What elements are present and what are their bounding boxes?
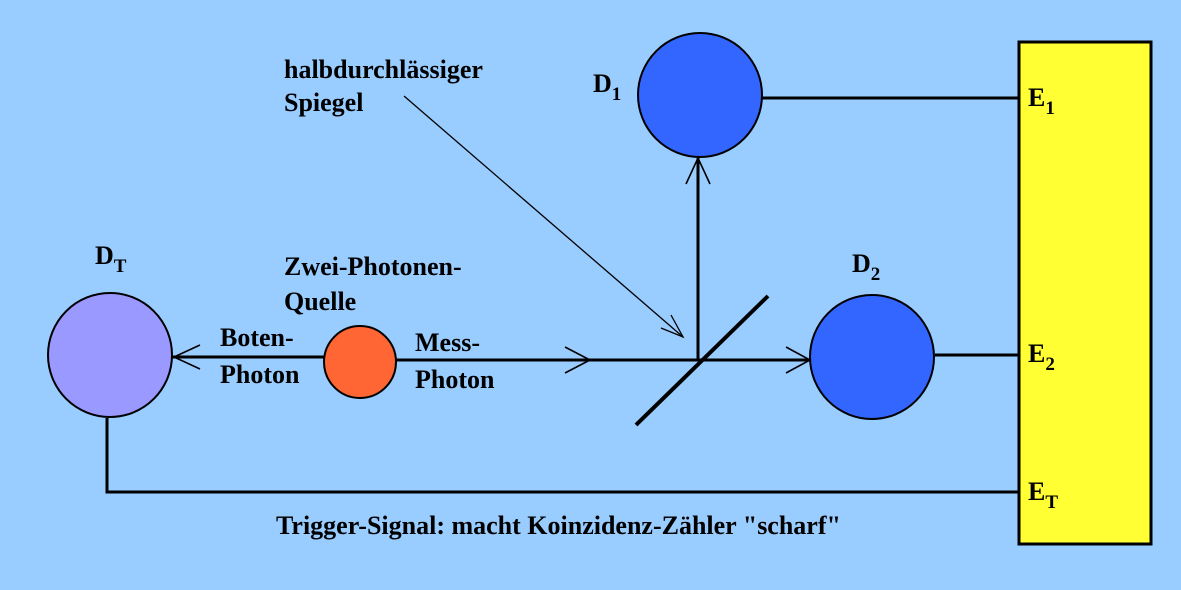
label-e1-sub: 1 (1045, 98, 1055, 119)
mirror-pointer-arrowhead (660, 314, 685, 339)
detector-dt (47, 292, 173, 418)
arrowhead-mess (564, 346, 592, 374)
label-e1-main: E (1028, 83, 1045, 112)
label-et: ET (1028, 477, 1058, 513)
half-silvered-mirror (634, 294, 770, 427)
label-mess-line2: Photon (415, 365, 495, 394)
label-d2-sub: 2 (871, 264, 881, 285)
label-boten-line1: Boten- (220, 323, 294, 352)
label-boten-line2: Photon (220, 360, 300, 389)
label-source-line1: Zwei-Photonen- (284, 252, 462, 281)
label-source-line2: Quelle (284, 287, 356, 316)
label-d2: D2 (852, 249, 880, 285)
mirror-pointer-line (403, 95, 684, 338)
label-et-sub: T (1045, 492, 1058, 513)
label-d1-main: D (593, 69, 612, 98)
label-et-main: E (1028, 477, 1045, 506)
arrowhead-to-d1 (685, 156, 711, 185)
label-trigger-signal: Trigger-Signal: macht Koinzidenz-Zähler … (276, 511, 841, 540)
detector-d2 (809, 294, 935, 420)
coincidence-counter-box (1017, 40, 1153, 546)
label-d1-sub: 1 (612, 84, 622, 105)
label-mess-line1: Mess- (415, 328, 480, 357)
detector-d1 (637, 32, 763, 158)
wire-dt-et (105, 418, 1019, 494)
label-e2-sub: 2 (1045, 354, 1055, 375)
label-dt-main: D (95, 241, 114, 270)
label-d1: D1 (593, 69, 621, 105)
label-dt-sub: T (114, 256, 127, 277)
label-mirror-line2: Spiegel (284, 88, 363, 117)
label-mirror-line1: halbdurchlässiger (284, 55, 483, 84)
label-dt: DT (95, 241, 127, 277)
label-e2: E2 (1028, 339, 1055, 375)
label-e2-main: E (1028, 339, 1045, 368)
label-d2-main: D (852, 249, 871, 278)
two-photon-source (323, 325, 397, 399)
arrowhead-to-dt (172, 344, 201, 370)
label-e1: E1 (1028, 83, 1055, 119)
